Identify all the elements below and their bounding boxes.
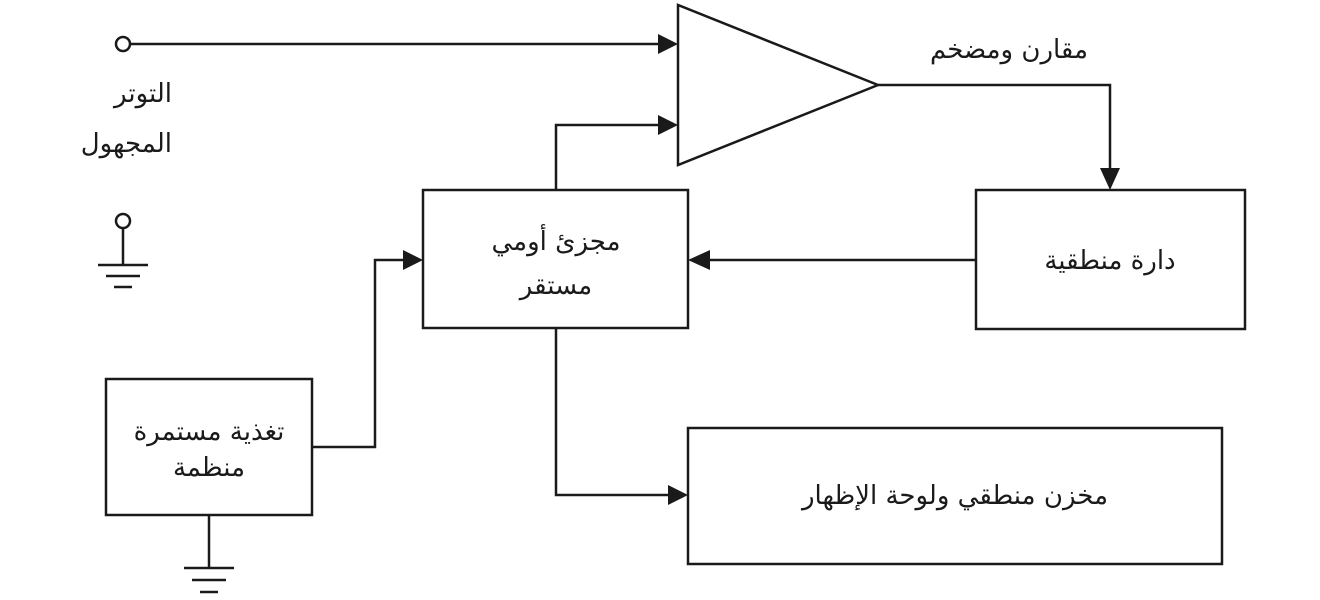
display-memory-box [686,426,1224,566]
wire-supply-to-divider [312,258,403,449]
arrow-into-comparator-top [658,34,678,54]
display-memory-label: مخزن منطقي ولوحة الإظهار [800,481,1108,511]
comparator-amplifier-label: مقارن ومضخم [930,35,1088,65]
input-voltage-label-line2: المجهول [81,129,172,159]
input-voltage-label-line1: التوتر [112,79,172,109]
arrow-into-comparator-bottom [658,115,678,135]
ohmic-divider-label-line2: مستقر [518,271,592,301]
arrow-into-display [668,485,688,505]
comparator-amplifier-symbol [676,3,882,167]
arrow-into-logic-circuit [1100,168,1120,190]
ground-terminal-left [98,212,148,289]
regulated-supply-label-line2: منظمة [173,453,245,483]
logic-circuit-label: دارة منطقية [1044,246,1175,276]
ohmic-divider-label-line1: مجزئ أومي [491,223,620,257]
logic-circuit-box [974,188,1247,331]
arrow-into-divider-left [403,250,423,270]
regulated-supply-box [104,377,314,517]
input-terminal [114,35,132,53]
regulated-supply-label-line1: تغذية مستمرة [134,417,285,447]
wire-comparator-to-logic [878,83,1112,170]
wire-divider-to-display [554,328,668,497]
wire-divider-to-comparator [554,123,660,190]
ground-symbol-supply [184,515,234,594]
arrow-into-divider [688,250,710,270]
ohmic-divider-box [421,188,690,330]
